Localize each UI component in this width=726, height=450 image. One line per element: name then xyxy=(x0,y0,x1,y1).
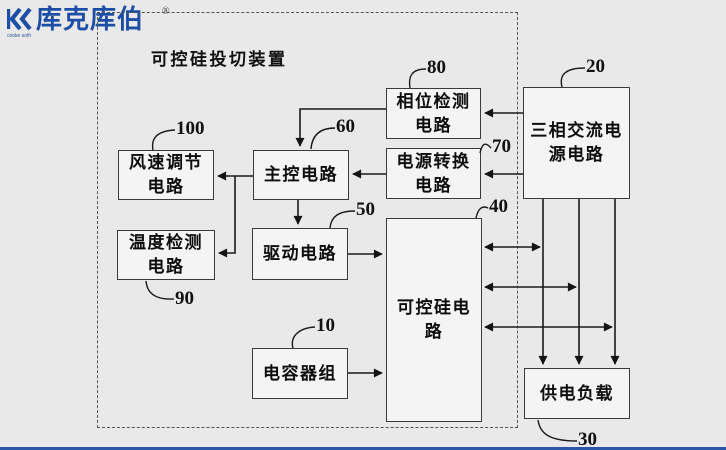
block-power-conversion-label: 电源转换 电路 xyxy=(396,151,471,195)
leader-20 xyxy=(560,67,586,88)
block-three-phase-ac-source: 三相交流电 源电路 xyxy=(523,87,630,199)
brand-logo: 库克库伯 ® cooke soth xyxy=(5,4,195,40)
device-title: 可控硅投切装置 xyxy=(151,50,288,69)
block-power-conversion: 电源转换 电路 xyxy=(386,148,481,199)
registered-mark: ® xyxy=(162,6,170,17)
leader-30 xyxy=(537,419,578,442)
ref-100: 100 xyxy=(176,118,205,139)
block-thyristor-circuit: 可控硅电 路 xyxy=(386,218,482,422)
ref-20: 20 xyxy=(586,56,605,77)
kk-chevron-icon xyxy=(7,7,32,31)
block-phase-detection: 相位检测 电路 xyxy=(386,88,481,139)
ref-90: 90 xyxy=(175,288,194,309)
ref-30: 30 xyxy=(578,429,597,450)
block-capacitor-bank: 电容器组 xyxy=(252,348,348,399)
ref-50: 50 xyxy=(356,199,375,220)
device-dashed-boundary xyxy=(97,12,518,428)
block-drive-circuit: 驱动电路 xyxy=(252,228,348,280)
ref-60: 60 xyxy=(336,116,355,137)
ref-40: 40 xyxy=(489,196,508,217)
block-temperature-detection: 温度检测 电路 xyxy=(117,230,215,280)
block-wind-speed-adjust-label: 风速调节 电路 xyxy=(129,153,203,196)
block-wind-speed-adjust: 风速调节 电路 xyxy=(118,150,214,200)
block-main-control-label: 主控电路 xyxy=(264,165,338,184)
ref-70: 70 xyxy=(492,136,511,157)
block-three-phase-ac-source-label: 三相交流电 源电路 xyxy=(530,121,623,164)
bottom-accent-bar xyxy=(0,447,726,450)
block-main-control: 主控电路 xyxy=(253,150,349,200)
brand-name: 库克库伯 xyxy=(36,4,145,34)
block-phase-detection-label: 相位检测 电路 xyxy=(396,91,471,135)
block-temperature-detection-label: 温度检测 电路 xyxy=(129,233,203,276)
ref-80: 80 xyxy=(427,57,446,78)
brand-subtext: cooke soth xyxy=(7,33,32,39)
block-power-load-label: 供电负载 xyxy=(540,383,614,403)
block-capacitor-bank-label: 电容器组 xyxy=(263,363,337,383)
block-drive-circuit-label: 驱动电路 xyxy=(263,244,337,263)
block-thyristor-circuit-label: 可控硅电 路 xyxy=(397,298,471,341)
ref-10: 10 xyxy=(316,315,335,336)
block-power-load: 供电负载 xyxy=(524,368,630,419)
